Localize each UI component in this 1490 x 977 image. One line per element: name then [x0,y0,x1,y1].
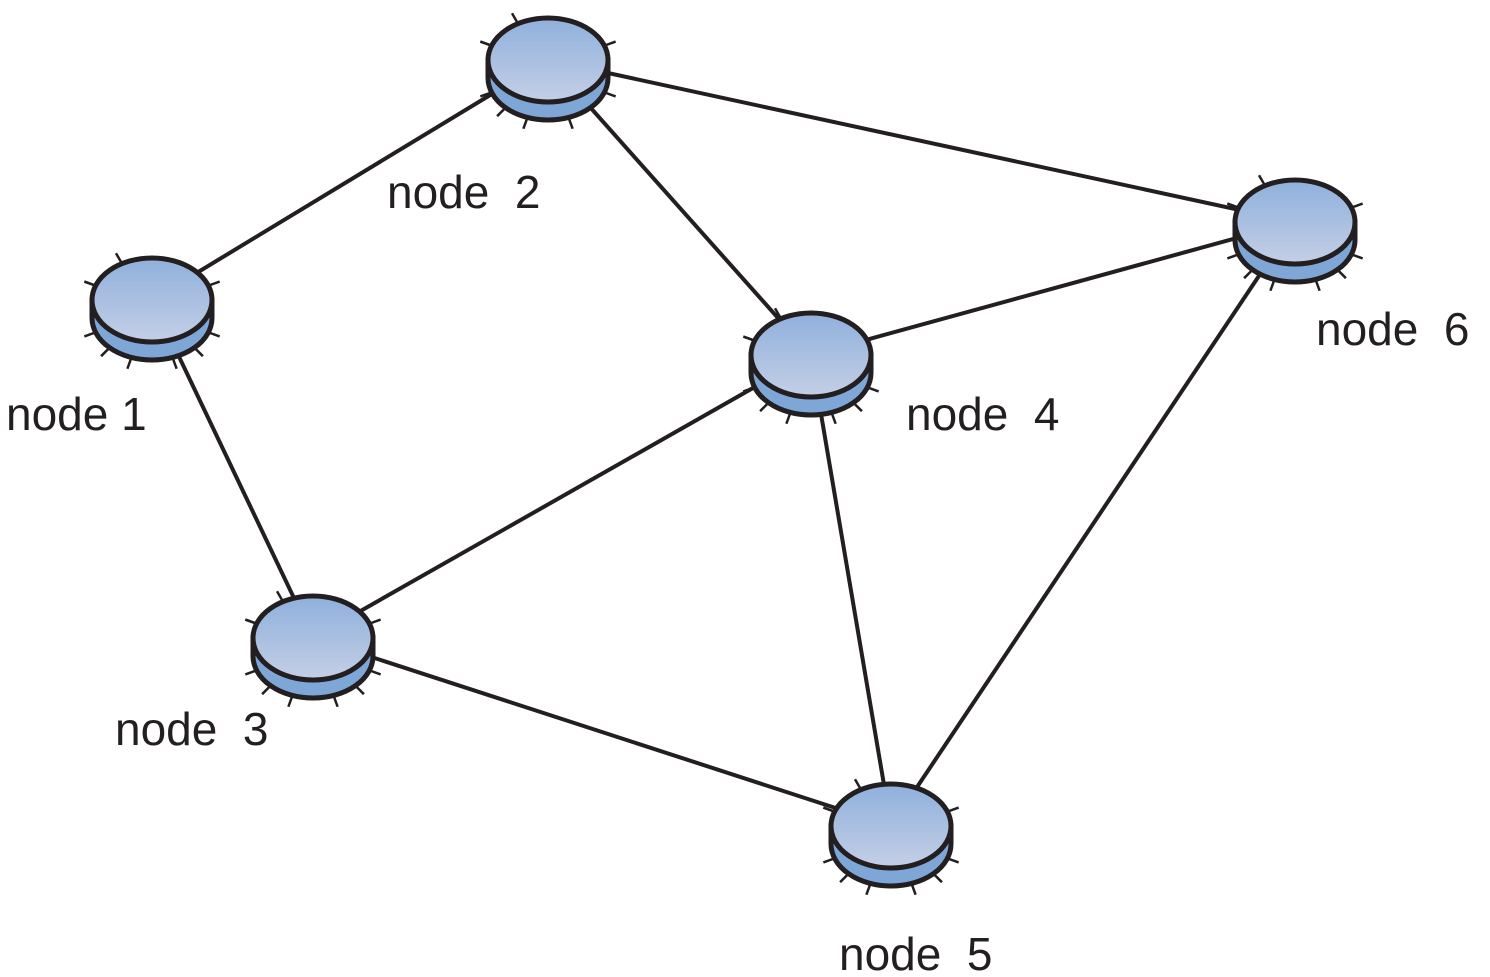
node-top [485,15,611,105]
router-node-1 [83,252,221,370]
edge-n3-n4 [312,353,812,640]
edge-n2-n6 [547,58,1296,224]
router-node-3 [244,590,382,708]
router-node-4 [742,307,880,425]
node-label-3: node 3 [115,703,268,755]
node-top [828,781,954,871]
node-label-5: node 5 [839,928,992,977]
node-label-2: node 2 [387,166,540,218]
node-top [89,255,215,345]
edge-n4-n6 [810,220,1296,357]
node-label-6: node 6 [1316,303,1469,355]
edge-n4-n5 [809,354,893,827]
edges [150,58,1297,828]
edge-n3-n5 [312,636,892,828]
node-label-1: node 1 [6,388,147,440]
nodes [83,12,1364,896]
node-label-4: node 4 [906,388,1059,440]
node-top [1232,177,1358,267]
labels: node 1 node 2 node 3 node 4 node 5 node … [6,166,1469,977]
router-node-6 [1226,174,1364,292]
router-node-2 [479,12,617,130]
router-node-5 [822,778,960,896]
node-top [748,310,874,400]
edge-n5-n6 [889,220,1297,828]
edge-n1-n2 [150,58,550,302]
node-top [250,593,376,683]
